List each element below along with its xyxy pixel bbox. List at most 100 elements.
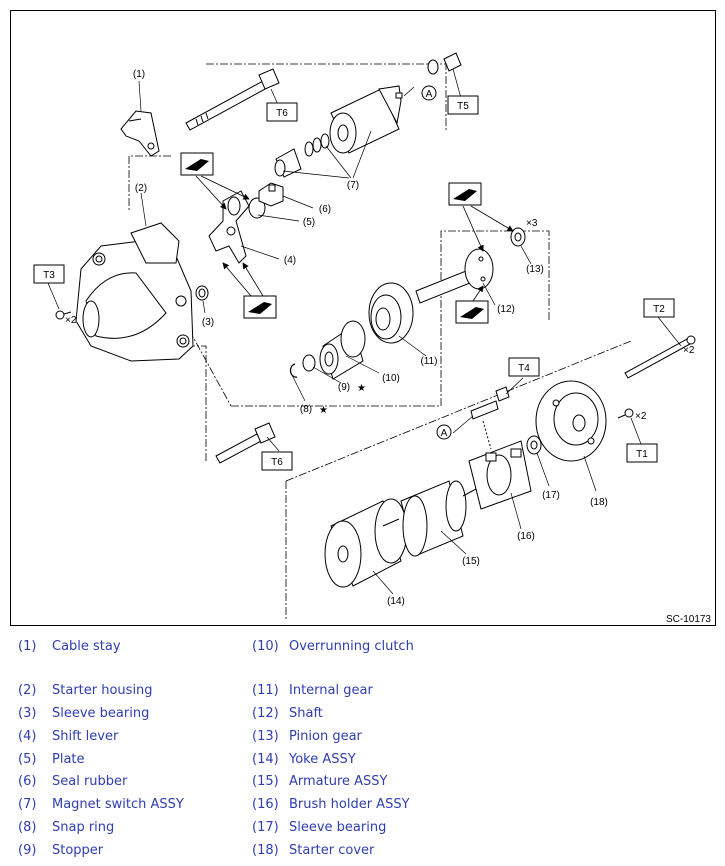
marker-a: A A [421, 85, 452, 440]
legend-item: (10) Overrunning clutch [252, 639, 414, 654]
starter-housing-part [75, 222, 194, 362]
callout-labels: (1) (2) (3) (4) (5) (6) (7) (8) (9) (10)… [133, 69, 608, 607]
torque-tags: T6 T5 T3 T2 T4 T1 T6 [33, 95, 675, 471]
torque-tag-t6-top: T6 [276, 108, 288, 119]
torque-tag-t4: T4 [518, 363, 530, 374]
legend-name: Starter housing [52, 683, 153, 698]
legend-item: (4) Shift lever [18, 729, 118, 744]
brush-holder-part [468, 386, 532, 510]
legend-name: Snap ring [52, 820, 115, 835]
callout-5: (5) [303, 217, 315, 228]
star-marks: ★ ★ [319, 383, 366, 416]
legend-item: (12)Shaft [252, 706, 323, 721]
callout-15: (15) [462, 556, 480, 567]
figure-code: SC-10173 [666, 614, 711, 625]
qty-pinion: ×3 [526, 218, 538, 229]
callout-18: (18) [590, 497, 608, 508]
yoke-assy-part [324, 498, 408, 588]
legend-name: Overrunning clutch [289, 639, 414, 654]
legend-name: Cable stay [52, 639, 121, 654]
bolt-t3 [55, 310, 72, 320]
legend-num: (10) [252, 639, 279, 654]
callout-4: (4) [284, 255, 296, 266]
torque-tag-t3: T3 [43, 270, 55, 281]
legend-num: (2) [18, 683, 37, 698]
legend-name: Magnet switch ASSY [52, 797, 184, 812]
legend-item: (3) Sleeve bearing [18, 706, 149, 721]
legend-item: (13)Pinion gear [252, 729, 362, 744]
callout-14: (14) [387, 596, 405, 607]
legend-name: Starter cover [289, 843, 375, 858]
through-bolt-top [185, 68, 280, 131]
legend-item: (16) Brush holder ASSY [252, 797, 410, 812]
legend-num: (7) [18, 797, 37, 812]
star-9: ★ [357, 383, 366, 394]
legend-name: Armature ASSY [289, 774, 388, 789]
grease-symbol-icon [180, 152, 489, 324]
snap-ring-part [289, 363, 298, 378]
torque-tag-t6-bottom: T6 [271, 457, 283, 468]
callout-3: (3) [202, 317, 214, 328]
callout-7: (7) [347, 180, 359, 191]
internal-gear-part [368, 282, 414, 344]
legend-num: (13) [252, 729, 279, 744]
legend-name: Stopper [52, 843, 104, 858]
legend-num: (15) [252, 774, 279, 789]
exploded-diagram: T6 T5 T3 T2 T4 T1 T6 A A (1) (2) (3) (4)… [10, 10, 716, 626]
stopper-part [302, 354, 316, 372]
legend-num: (18) [252, 843, 279, 858]
callout-10: (10) [382, 373, 400, 384]
legend-item: (14) Yoke ASSY [252, 752, 356, 767]
legend-num: (16) [252, 797, 279, 812]
legend-name: Shift lever [52, 729, 119, 744]
cable-stay-part [120, 110, 160, 157]
legend-item: (7) Magnet switch ASSY [18, 797, 184, 812]
callout-9: (9) [338, 382, 350, 393]
sleeve-bearing-part [195, 285, 209, 301]
legend-num: (14) [252, 752, 279, 767]
legend-num: (9) [18, 843, 37, 858]
through-bolt-bottom [215, 422, 276, 464]
torque-tag-t5: T5 [457, 101, 469, 112]
long-bolt-t2 [624, 335, 696, 379]
qty-t2: ×2 [683, 345, 695, 356]
callout-11: (11) [420, 356, 437, 367]
callout-16: (16) [517, 531, 535, 542]
legend-name: Brush holder ASSY [289, 797, 410, 812]
star-8: ★ [319, 405, 328, 416]
legend-item: (5)Plate [18, 752, 85, 767]
legend-item: (17) Sleeve bearing [252, 820, 386, 835]
torque-tag-t1: T1 [636, 449, 648, 460]
legend-name: Sleeve bearing [289, 820, 387, 835]
legend-num: (4) [18, 729, 37, 744]
legend-name: Sleeve bearing [52, 706, 150, 721]
marker-a-label-top: A [426, 89, 433, 100]
legend-name: Seal rubber [52, 774, 128, 789]
callout-1: (1) [133, 69, 145, 80]
legend-item: (9) Stopper [18, 843, 103, 858]
parts-legend: (1) Cable stay (2) Starter housing (3) Slee… [0, 636, 725, 866]
legend-num: (8) [18, 820, 37, 835]
legend-num: (17) [252, 820, 279, 835]
leader-lines [47, 68, 682, 595]
legend-item: (1) Cable stay [18, 639, 121, 654]
bolt-t1 [617, 408, 634, 419]
legend-num: (3) [18, 706, 37, 721]
legend-name: Plate [52, 752, 85, 767]
shift-lever-part [208, 190, 250, 264]
legend-name: Shaft [289, 706, 323, 721]
legend-item: (11)Internal gear [252, 683, 373, 698]
callout-6: (6) [319, 204, 331, 215]
legend-num: (6) [18, 774, 37, 789]
qty-t3: ×2 [65, 315, 77, 326]
legend-name: Internal gear [289, 683, 373, 698]
overrunning-clutch-part [319, 320, 366, 380]
legend-num: (1) [18, 639, 37, 654]
seal-rubber-part [258, 182, 284, 207]
magnet-switch-part [274, 52, 462, 178]
torque-tag-t2: T2 [653, 304, 665, 315]
callout-2: (2) [135, 183, 147, 194]
legend-name: Yoke ASSY [289, 752, 356, 767]
sleeve-bearing-17-part [526, 435, 542, 455]
callout-8: (8) [300, 404, 312, 415]
